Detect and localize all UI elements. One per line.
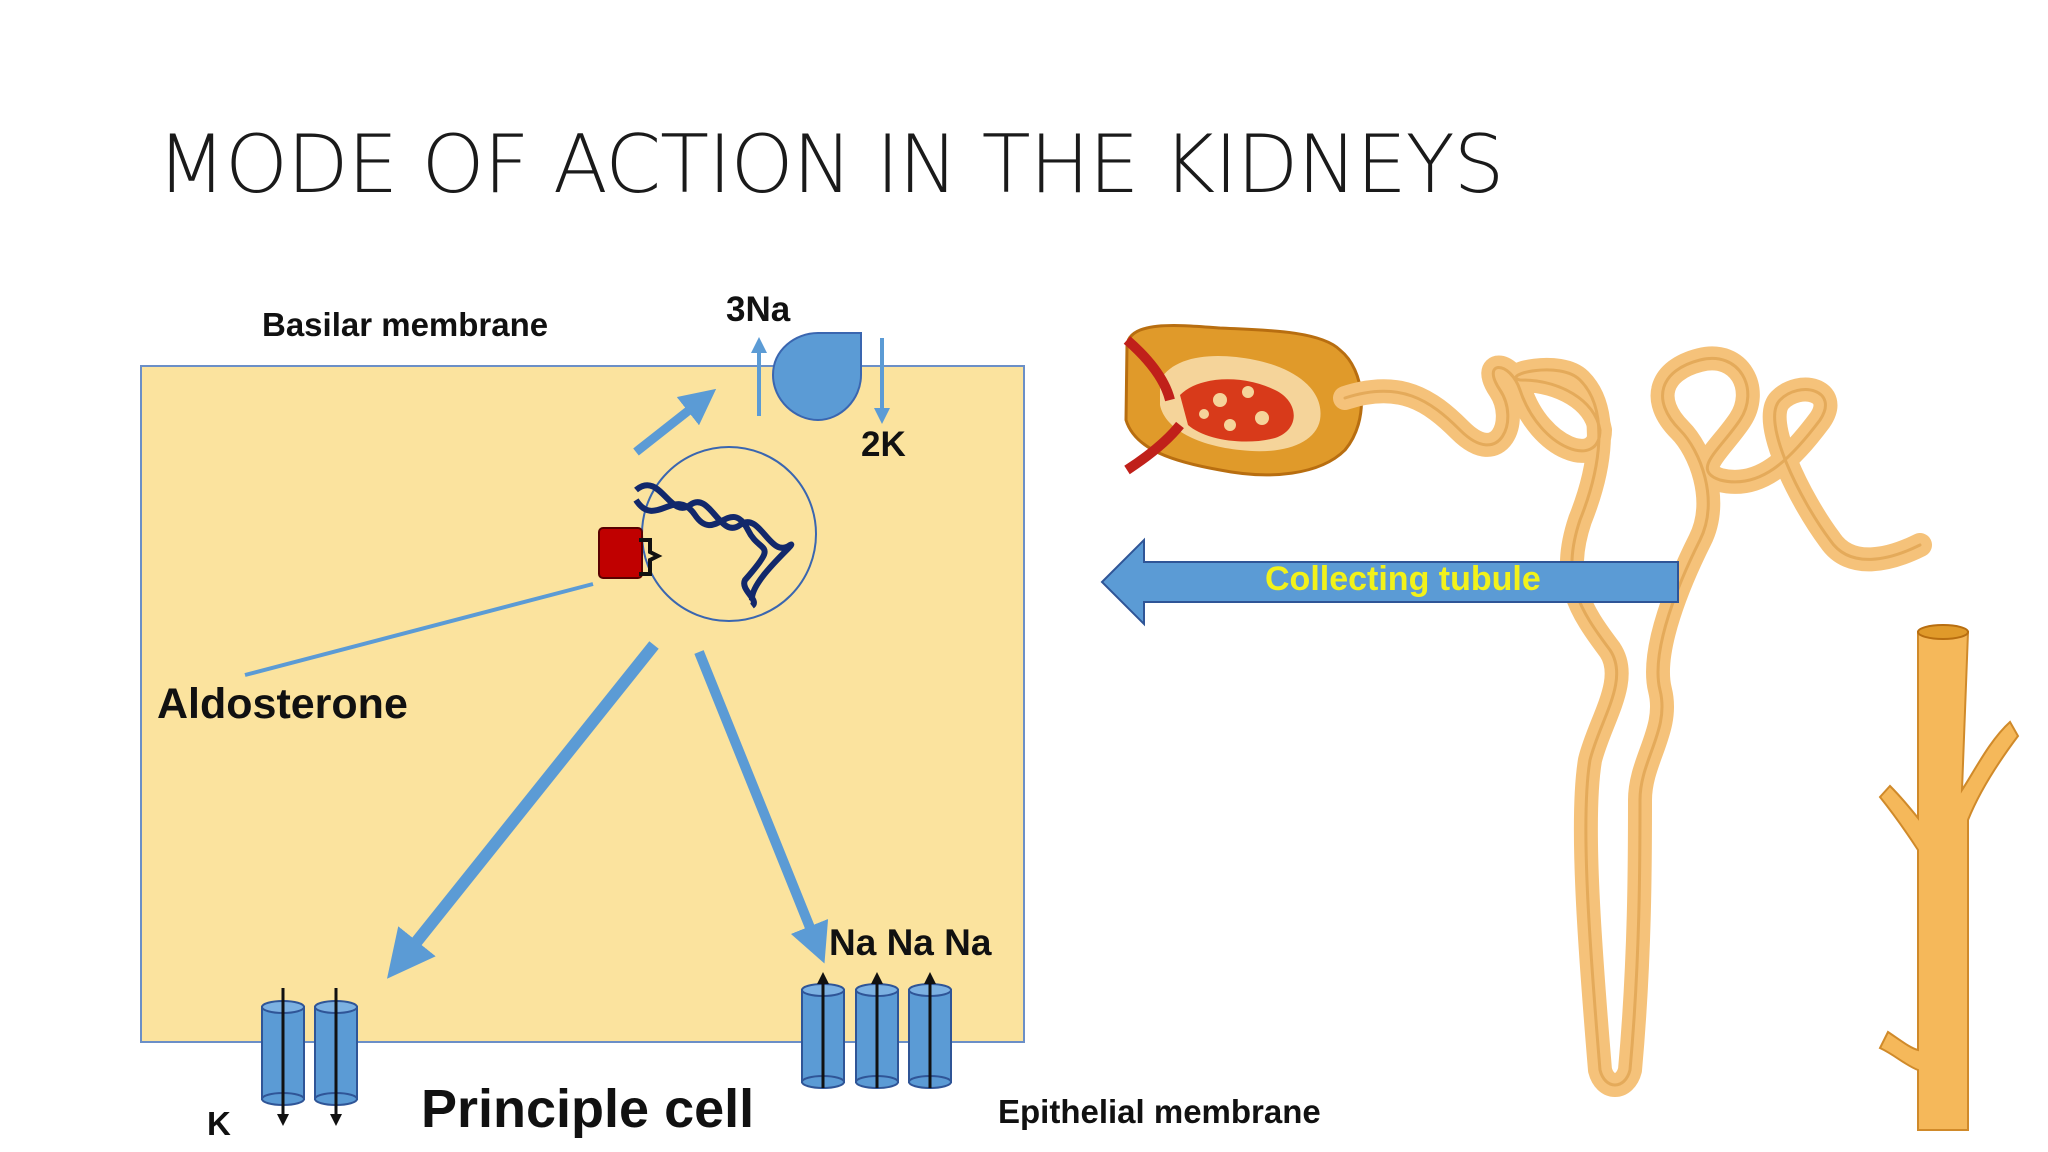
- potassium-channel: [314, 988, 358, 1126]
- slide-title: MODE OF ACTION IN THE KIDNEYS: [157, 118, 1504, 211]
- principle-cell-label: Principle cell: [421, 1079, 755, 1139]
- collecting-duct: [1878, 624, 2020, 1131]
- arrow-to-potassium-channels: [387, 641, 659, 979]
- collecting-tubule-arrow: [1100, 537, 1679, 627]
- dna-helix: [633, 482, 795, 609]
- epithelial-membrane-label: Epithelial membrane: [998, 1093, 1321, 1130]
- potassium-channel: [261, 988, 305, 1126]
- arrow-to-sodium-channels: [694, 650, 829, 964]
- sodium-channel: [801, 972, 845, 1089]
- basilar-membrane-label: Basilar membrane: [262, 306, 549, 343]
- nephron-tubule: [1333, 346, 1932, 1097]
- pump-sodium-label: 3Na: [726, 290, 791, 329]
- sodium-ions-label: Na Na Na: [829, 922, 992, 963]
- potassium-channels: [261, 988, 358, 1126]
- na-k-pump: [771, 332, 862, 422]
- principal-cell-body: [140, 365, 1025, 1043]
- aldosterone-pointer: [244, 582, 594, 677]
- collecting-tubule-label: Collecting tubule: [1265, 560, 1541, 598]
- pump-potassium-label: 2K: [861, 425, 906, 464]
- nephron-illustration: [1123, 323, 2020, 1131]
- receptor-bracket: [639, 538, 663, 576]
- glomerulus: [1123, 323, 1363, 477]
- potassium-label: K: [207, 1105, 231, 1142]
- sodium-channel: [908, 972, 952, 1089]
- arrow-nucleus-to-pump: [633, 388, 717, 456]
- aldosterone-receptor: [598, 527, 643, 579]
- aldosterone-label: Aldosterone: [157, 680, 408, 728]
- sodium-channel: [855, 972, 899, 1089]
- sodium-channels: [801, 972, 952, 1089]
